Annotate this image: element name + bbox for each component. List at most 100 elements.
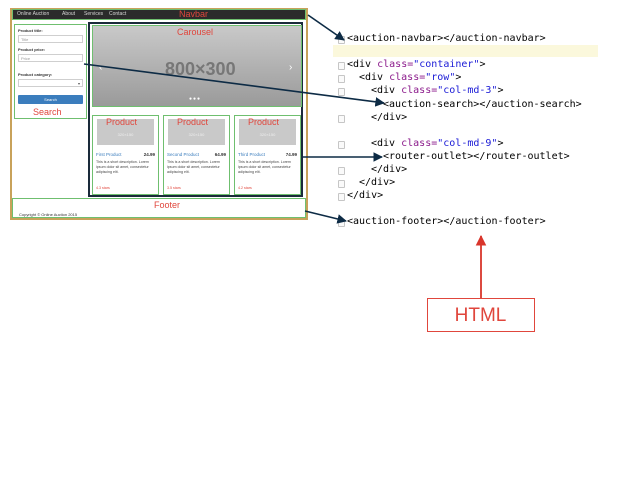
fold-marker-icon[interactable] <box>338 140 345 149</box>
code-token: <div <box>371 85 402 97</box>
code-line: </div> <box>347 190 383 202</box>
product-description: This is a short description. Lorem ipsum… <box>96 160 149 174</box>
code-token: > <box>479 59 486 71</box>
fold-marker-icon[interactable] <box>338 114 345 123</box>
code-token: "container" <box>413 59 480 71</box>
fold-marker-icon[interactable] <box>338 180 345 189</box>
code-line: </div> <box>359 177 395 189</box>
code-token: <router-outlet></router-outlet> <box>383 150 570 162</box>
product-image: 320×150 <box>97 119 154 145</box>
product-card: 320×150 Product Third Product 74.99 This… <box>234 115 301 195</box>
fold-marker-icon[interactable] <box>338 167 345 175</box>
product-category-select[interactable]: ▾ <box>18 79 83 87</box>
navbar-brand[interactable]: Online Auction <box>17 11 50 17</box>
product-image-size: 320×150 <box>188 132 205 137</box>
chevron-down-icon: ▾ <box>77 81 80 86</box>
fold-marker-icon[interactable] <box>338 88 345 97</box>
product-title-input[interactable]: Title <box>18 35 83 43</box>
arrow-footer <box>304 210 347 224</box>
search-region-label: Search <box>33 107 62 117</box>
product-card: 320×150 Product First Product 24.99 This… <box>92 115 159 195</box>
product-region-label: Product <box>106 117 138 127</box>
code-token: class= <box>389 72 426 84</box>
code-token: <div <box>371 137 402 149</box>
code-token: </div> <box>371 111 408 123</box>
fold-marker-icon[interactable] <box>338 62 345 71</box>
footer-copyright: Copyright © Online Auction 2015 <box>19 212 78 217</box>
product-title-link[interactable]: Second Product <box>167 152 200 157</box>
product-rating: 4.3 stars <box>96 186 110 190</box>
code-line-highlight <box>333 45 598 57</box>
arrow-search <box>83 63 385 107</box>
code-token: <auction-search></auction-search> <box>383 98 582 110</box>
code-line: <div class="col-md-9"> <box>371 138 503 150</box>
code-token: "col-md-9" <box>437 137 498 149</box>
code-line: <div class="row"> <box>359 72 461 84</box>
carousel-placeholder-text: 800×300 <box>165 59 236 79</box>
navbar-region-label: Navbar <box>179 9 209 19</box>
html-label-box: HTML <box>427 298 535 332</box>
product-price: 64.99 <box>214 152 226 157</box>
product-price: 74.99 <box>285 152 297 157</box>
code-token: <auction-footer></auction-footer> <box>347 216 546 228</box>
product-region-label: Product <box>177 117 209 127</box>
carousel-region-label: Carousel <box>177 27 214 37</box>
product-title-link[interactable]: First Product <box>96 152 122 157</box>
code-token: "row" <box>425 72 456 84</box>
product-image-size: 320×150 <box>117 132 134 137</box>
search-button[interactable]: Search <box>18 95 83 104</box>
footer: Footer Copyright © Online Auction 2015 <box>12 198 306 218</box>
product-image: 320×150 <box>239 119 296 145</box>
code-line: <div class="col-md-3"> <box>371 85 503 97</box>
product-rating: 3.5 stars <box>167 186 181 190</box>
fold-marker-icon[interactable] <box>338 75 345 84</box>
code-token: > <box>497 85 504 97</box>
navbar-link-contact[interactable]: Contact <box>109 11 127 17</box>
code-line: </div> <box>371 164 407 176</box>
product-category-label: Product category: <box>18 72 53 77</box>
code-token: class= <box>401 85 438 97</box>
product-title-link[interactable]: Third Product <box>238 152 266 157</box>
footer-region-label: Footer <box>154 200 181 210</box>
product-region-label: Product <box>248 117 280 127</box>
code-token: "col-md-3" <box>437 85 498 97</box>
carousel: Carousel 800×300 ‹ › ●●● <box>92 25 302 107</box>
code-line: </div> <box>371 112 407 124</box>
code-line: <div class="container"> <box>347 59 486 71</box>
product-price-label: Product price: <box>18 47 46 52</box>
code-token: </div> <box>359 177 396 189</box>
product-price: 24.99 <box>143 152 155 157</box>
code-token: <auction-navbar></auction-navbar> <box>347 33 546 44</box>
code-line: <auction-search></auction-search> <box>383 99 582 111</box>
code-token: </div> <box>347 190 384 202</box>
code-token: > <box>497 137 504 149</box>
carousel-indicators[interactable]: ●●● <box>189 96 202 102</box>
product-title-label: Product title: <box>18 28 43 33</box>
code-line: <router-outlet></router-outlet> <box>383 151 570 163</box>
code-token: <div <box>347 59 378 71</box>
search-panel: Product title: Title Product price: Pric… <box>14 24 87 119</box>
product-description: This is a short description. Lorem ipsum… <box>167 160 220 174</box>
product-description: This is a short description. Lorem ipsum… <box>238 160 291 174</box>
navbar-link-services[interactable]: Services <box>84 11 104 17</box>
fold-marker-icon[interactable] <box>338 193 345 202</box>
carousel-next-icon[interactable]: › <box>289 62 293 73</box>
code-token: class= <box>377 59 414 71</box>
code-token: > <box>455 72 462 84</box>
product-image-size: 320×150 <box>259 132 276 137</box>
navbar: Online Auction About Services Contact Na… <box>12 9 306 20</box>
code-token: class= <box>401 137 438 149</box>
code-token: </div> <box>371 164 408 175</box>
product-price-input[interactable]: Price <box>18 54 83 62</box>
product-rating: 4.2 stars <box>238 186 252 190</box>
code-line: <auction-footer></auction-footer> <box>347 216 546 228</box>
product-image: 320×150 <box>168 119 225 145</box>
code-line: <auction-navbar></auction-navbar> <box>347 33 546 45</box>
code-token: <div <box>359 72 390 84</box>
product-card: 320×150 Product Second Product 64.99 Thi… <box>163 115 230 195</box>
arrow-navbar <box>307 14 345 41</box>
carousel-prev-icon[interactable]: ‹ <box>99 62 103 73</box>
html-label: HTML <box>454 305 507 326</box>
navbar-link-about[interactable]: About <box>62 11 76 17</box>
